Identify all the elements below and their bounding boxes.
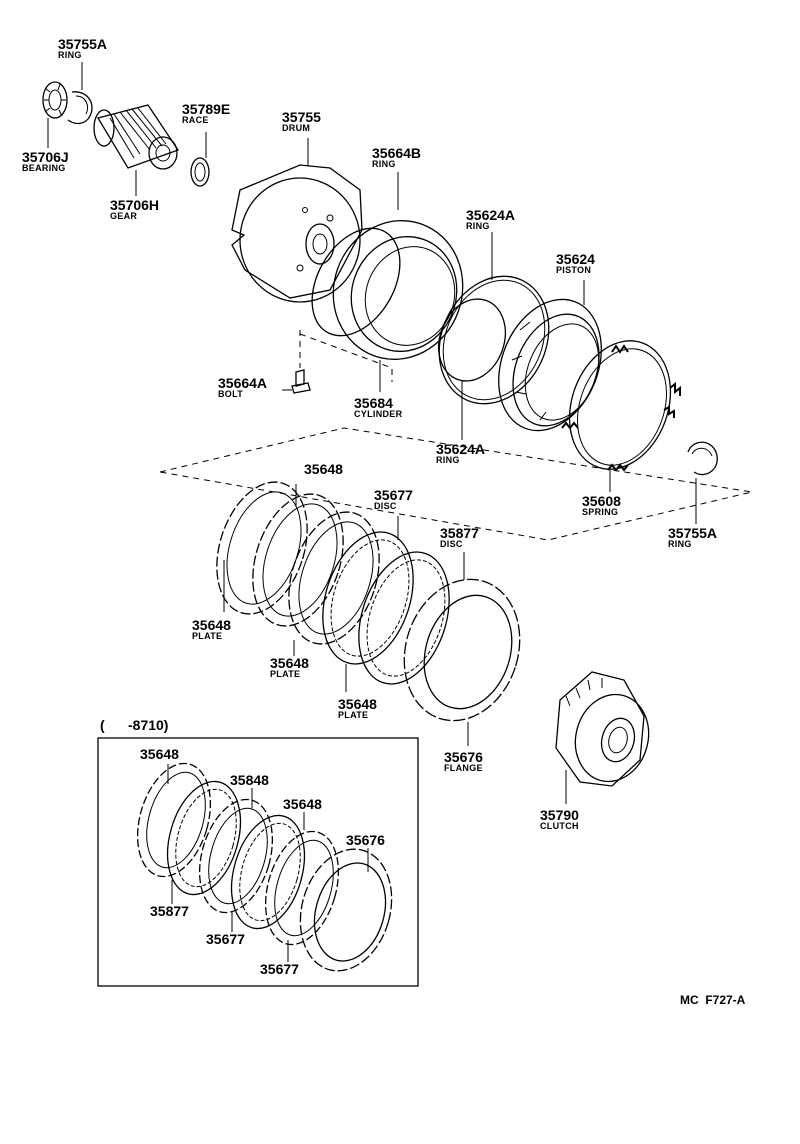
label-clutch: 35790 CLUTCH: [540, 808, 579, 831]
ring-right-part: [687, 441, 718, 524]
part-number: 35624A: [466, 207, 516, 223]
part-name: DRUM: [282, 123, 311, 133]
part-number: 35755: [282, 109, 321, 125]
drum-part: [231, 138, 363, 303]
clutch-pack-main: [216, 481, 521, 746]
part-name: RACE: [182, 115, 209, 125]
part-number: 35755A: [668, 525, 718, 541]
part-number: 35755A: [58, 36, 108, 52]
race-part: [190, 132, 210, 187]
ring-part-top-left: [67, 62, 93, 125]
ring-35664B-part: [311, 172, 401, 337]
label-disc-1: 35677 DISC: [374, 488, 413, 511]
part-name: PLATE: [270, 669, 301, 679]
label-ring-35624A-bottom: 35624A RING: [436, 442, 485, 465]
inset-label: 35877: [150, 903, 189, 919]
part-number: 35877: [440, 525, 479, 541]
part-number: 35624A: [436, 441, 486, 457]
label-cylinder: 35684 CYLINDER: [354, 396, 402, 419]
inset-label: 35648: [140, 746, 179, 762]
part-number: 35648: [270, 655, 309, 671]
clutch-pack-inset: [136, 762, 393, 972]
piston-part: [498, 280, 602, 432]
label-ring-35624A-top: 35624A RING: [466, 208, 515, 231]
part-number: 35648: [304, 461, 343, 477]
part-name: PLATE: [338, 710, 369, 720]
bearing-part: [42, 81, 68, 148]
gear-part: [93, 104, 180, 196]
part-name: PLATE: [192, 631, 223, 641]
label-disc-2: 35877 DISC: [440, 526, 479, 549]
label-plate-3: 35648 PLATE: [338, 697, 377, 720]
part-name: FLANGE: [444, 763, 483, 773]
part-number: 35706H: [110, 197, 160, 213]
label-ring-right: 35755A RING: [668, 526, 717, 549]
part-number: 35664B: [372, 145, 422, 161]
part-name: RING: [372, 159, 396, 169]
label-plate-2: 35648 PLATE: [270, 656, 309, 679]
part-name: PISTON: [556, 265, 592, 275]
inset-label: 35677: [260, 961, 299, 977]
part-name: RING: [436, 455, 460, 465]
label-plate-1: 35648 PLATE: [192, 618, 231, 641]
part-name: CYLINDER: [354, 409, 403, 419]
label-gear: 35706H GEAR: [110, 198, 159, 221]
part-name: SPRING: [582, 507, 619, 517]
label-race: 35789E RACE: [182, 102, 230, 125]
dashed-guides: [159, 330, 753, 541]
part-number: 35676: [444, 749, 483, 765]
inset-label: 35677: [206, 931, 245, 947]
part-name: DISC: [440, 539, 463, 549]
part-number: 35664A: [218, 375, 268, 391]
inset-label: 35648: [283, 796, 322, 812]
label-piston: 35624 PISTON: [556, 252, 595, 275]
part-number: 35624: [556, 251, 595, 267]
inset-header: ( -8710): [100, 717, 169, 733]
part-number: 35608: [582, 493, 621, 509]
part-name: DISC: [374, 501, 397, 511]
clutch-part: [555, 671, 650, 804]
label-ring-top-left: 35755A RING: [58, 37, 107, 60]
part-name: RING: [58, 50, 82, 60]
part-number: 35648: [192, 617, 231, 633]
part-name: CLUTCH: [540, 821, 579, 831]
inset-frame: [97, 737, 419, 987]
label-bolt: 35664A BOLT: [218, 376, 267, 399]
part-name: RING: [668, 539, 692, 549]
part-name: GEAR: [110, 211, 138, 221]
part-name: RING: [466, 221, 490, 231]
label-bearing: 35706J BEARING: [22, 150, 69, 173]
part-number: 35789E: [182, 101, 231, 117]
bolt-part: [282, 369, 311, 394]
part-number: 35684: [354, 395, 393, 411]
inset-label: 35848: [230, 772, 269, 788]
cylinder-part: [332, 220, 464, 392]
ring-35624A-bottom-part: [438, 298, 506, 440]
footer-code: MC F727-A: [680, 993, 746, 1007]
inset-label: 35676: [346, 832, 385, 848]
part-number: 35790: [540, 807, 579, 823]
label-drum: 35755 DRUM: [282, 110, 321, 133]
part-name: BEARING: [22, 163, 66, 173]
part-number: 35677: [374, 487, 413, 503]
part-number: 35648: [338, 696, 377, 712]
ring-35624A-top-part: [438, 232, 550, 405]
part-name: BOLT: [218, 389, 244, 399]
label-flange: 35676 FLANGE: [444, 750, 483, 773]
label-spring: 35608 SPRING: [582, 494, 621, 517]
part-number: 35706J: [22, 149, 69, 165]
label-plate-top: 35648: [304, 462, 343, 476]
spring-part: [561, 340, 681, 492]
label-ring-35664B: 35664B RING: [372, 146, 421, 169]
